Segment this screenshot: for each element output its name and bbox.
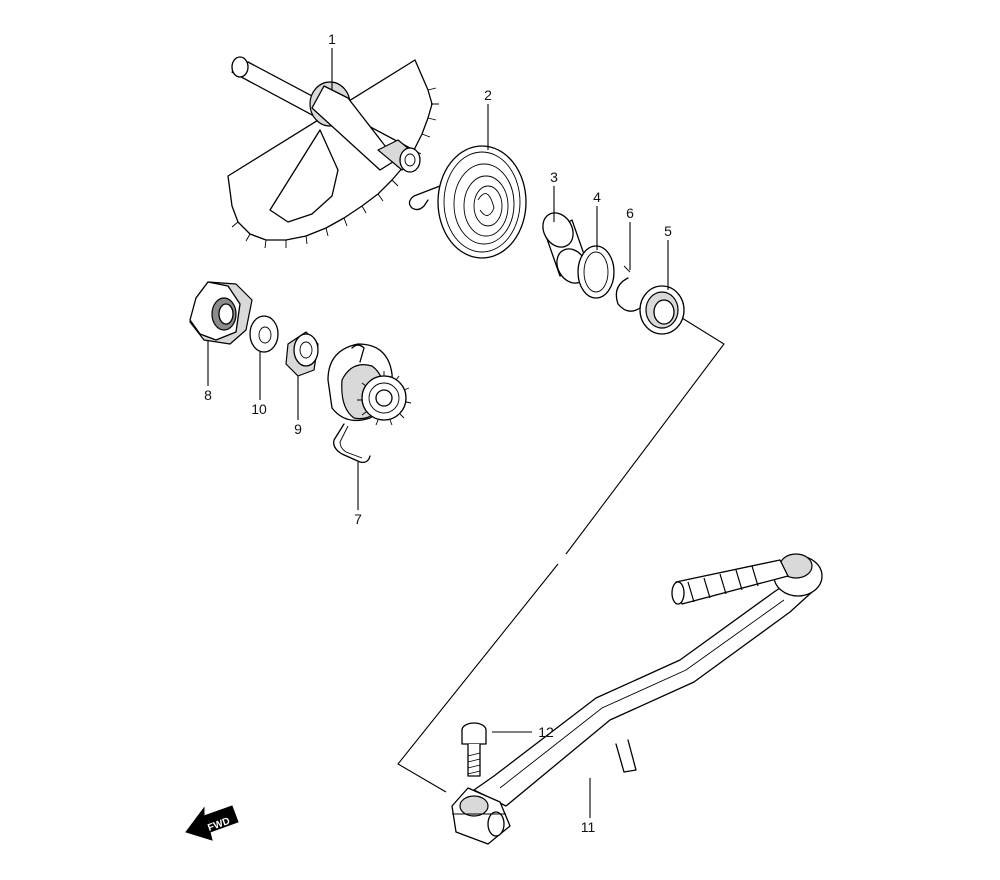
- part-10-washer: [249, 315, 279, 353]
- part-1-kick-starter-shaft: [227, 56, 439, 249]
- callout-2: 2: [484, 87, 492, 103]
- part-4-washer: [577, 245, 615, 299]
- callout-9: 9: [294, 421, 302, 437]
- callout-8: 8: [204, 387, 212, 403]
- part-2-kick-starter-spring: [408, 145, 527, 259]
- part-3-spring-guide: [542, 212, 588, 284]
- assembly-guide-line: [397, 317, 725, 793]
- part-8-nut: [189, 281, 253, 345]
- part-5-oil-seal: [639, 285, 685, 335]
- callout-5: 5: [664, 223, 672, 239]
- part-9-bushing: [285, 331, 319, 377]
- callout-12: 12: [538, 724, 554, 740]
- callout-11: 11: [581, 819, 596, 835]
- callout-1: 1: [328, 31, 336, 47]
- callout-10: 10: [251, 401, 267, 417]
- part-11-kick-starter-lever: [451, 553, 823, 845]
- part-7-kick-starter-gear: [327, 343, 412, 464]
- callout-4: 4: [593, 189, 601, 205]
- callout-7: 7: [354, 511, 362, 527]
- callout-3: 3: [550, 169, 558, 185]
- fwd-arrow-icon: FWD: [185, 805, 239, 841]
- callout-6: 6: [626, 205, 634, 221]
- part-12-bolt: [461, 722, 487, 777]
